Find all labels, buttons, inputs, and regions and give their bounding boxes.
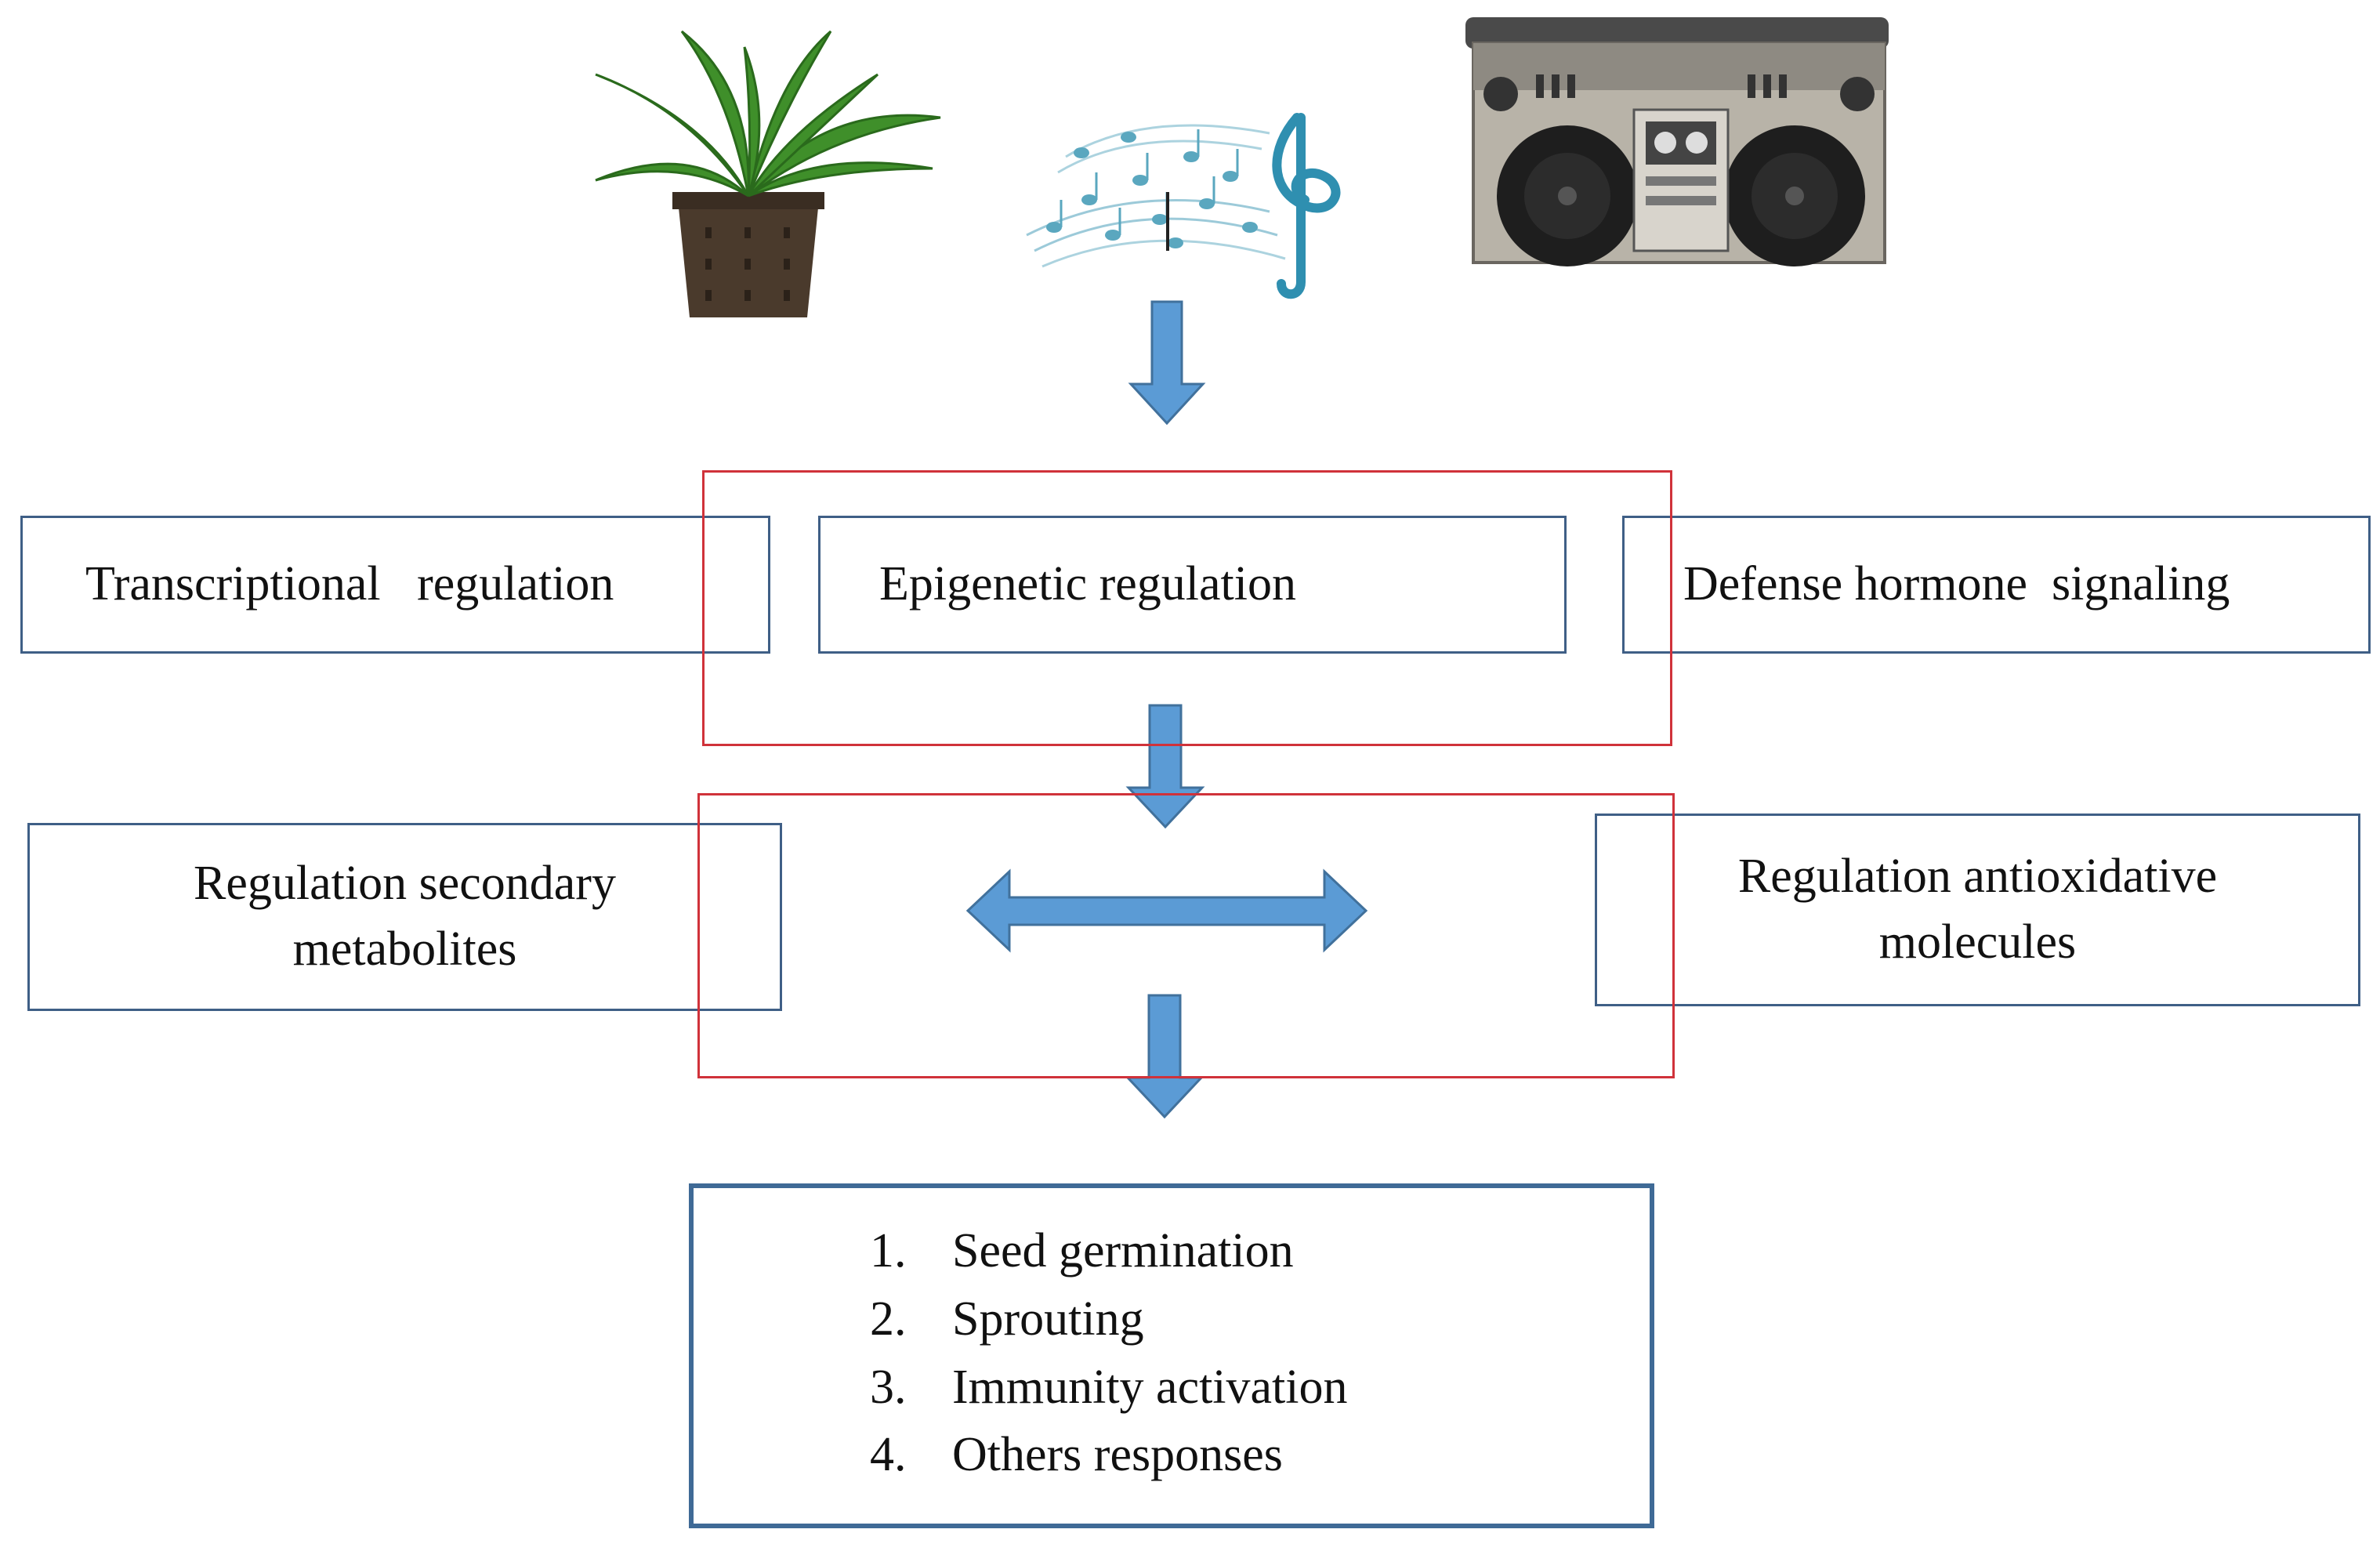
outcome-item: 1.Seed germination (870, 1224, 1294, 1277)
transcriptional-regulation-box: Transcriptional regulation (20, 516, 770, 654)
defense-hormone-signaling-box: Defense hormone signaling (1622, 516, 2371, 654)
down-arrow-1 (1128, 300, 1206, 426)
down-arrow-2 (1125, 704, 1205, 829)
highlight-frame-middle (697, 793, 1675, 1078)
potted-plant-icon (595, 30, 941, 317)
transcriptional-regulation-label: Transcriptional regulation (85, 557, 614, 611)
secondary-metabolites-line2: metabolites (292, 922, 517, 976)
secondary-metabolites-line1: Regulation secondary (194, 857, 616, 911)
outcome-item: 2.Sprouting (870, 1292, 1144, 1346)
highlight-frame-top (702, 470, 1672, 746)
epigenetic-regulation-label: Epigenetic regulation (879, 557, 1296, 611)
antioxidative-molecules-line2: molecules (1878, 915, 2077, 969)
double-arrow (965, 868, 1368, 953)
outcomes-box (689, 1183, 1654, 1528)
music-notes-icon (1026, 113, 1341, 299)
boombox-icon (1465, 17, 1889, 266)
outcome-item: 3.Immunity activation (870, 1361, 1348, 1414)
regulation-secondary-metabolites-box: Regulation secondary metabolites (27, 823, 782, 1011)
antioxidative-molecules-line1: Regulation antioxidative (1737, 850, 2218, 904)
regulation-antioxidative-molecules-box: Regulation antioxidative molecules (1595, 814, 2360, 1006)
outcome-item: 4.Others responses (870, 1428, 1283, 1481)
epigenetic-regulation-box: Epigenetic regulation (818, 516, 1567, 654)
defense-hormone-signaling-label: Defense hormone signaling (1683, 557, 2230, 611)
